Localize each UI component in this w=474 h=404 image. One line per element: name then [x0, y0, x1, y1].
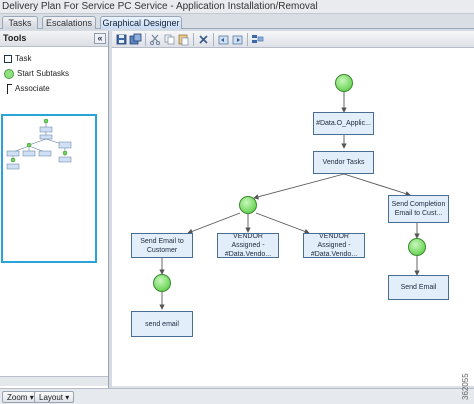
task-node-vendor-assigned-1[interactable]: VENDOR Assigned - #Data.Vendo... [217, 233, 279, 258]
start-subtasks-node[interactable] [408, 238, 426, 256]
connector [343, 173, 411, 197]
task-node-send-email-customer[interactable]: Send Email to Customer [131, 233, 193, 258]
tab-bar: Tasks Escalations Graphical Designer [0, 14, 474, 29]
layout-label: Layout [39, 393, 64, 402]
tab-escalations[interactable]: Escalations [42, 16, 96, 29]
layout-button[interactable]: Layout ▾ [34, 391, 75, 403]
chevron-down-icon: ▾ [29, 393, 34, 402]
task-node-vendor-assigned-2[interactable]: VENDOR Assigned - #Data.Vendo... [303, 233, 365, 258]
tab-graphical-designer[interactable]: Graphical Designer [100, 16, 182, 29]
tools-panel-empty-area [0, 265, 108, 375]
tab-tasks[interactable]: Tasks [2, 16, 38, 29]
diagram-canvas[interactable]: #Data.O_Applic... Vendor Tasks Send Comp… [112, 48, 474, 386]
tool-start-subtasks-label: Start Subtasks [17, 69, 70, 78]
copy-icon[interactable] [163, 33, 176, 46]
diagram-connectors [159, 92, 420, 310]
save-icon[interactable] [115, 33, 128, 46]
connector [187, 212, 241, 234]
status-bar: Zoom ▾ Layout ▾ [0, 388, 474, 404]
cut-icon[interactable] [149, 33, 162, 46]
connector [253, 173, 345, 200]
toolbar-separator [145, 33, 146, 46]
tool-associate[interactable]: Associate [4, 83, 50, 96]
tool-task[interactable]: Task [4, 53, 31, 66]
save-as-icon[interactable] [129, 33, 142, 46]
tools-panel-header: Tools « [0, 31, 108, 47]
task-node-vendor-tasks[interactable]: Vendor Tasks [313, 151, 374, 174]
tool-associate-label: Associate [15, 84, 50, 93]
tool-start-subtasks[interactable]: Start Subtasks [4, 68, 69, 81]
figure-id-watermark: 362055 [461, 373, 470, 400]
task-node-send-completion[interactable]: Send Completion Email to Cust... [388, 195, 449, 223]
double-chevron-left-icon[interactable]: « [94, 33, 106, 44]
chevron-down-icon: ▾ [65, 393, 70, 402]
designer-toolbar [112, 31, 474, 48]
start-subtasks-node[interactable] [153, 274, 171, 292]
task-square-icon [4, 54, 12, 63]
connector [255, 212, 310, 234]
tools-panel-scrollbar[interactable] [0, 376, 108, 386]
start-circle-icon [4, 68, 14, 79]
undo-icon[interactable] [217, 33, 230, 46]
redo-icon[interactable] [231, 33, 244, 46]
start-subtasks-node[interactable] [239, 196, 257, 214]
delete-icon[interactable] [197, 33, 210, 46]
toolbar-separator [193, 33, 194, 46]
start-subtasks-node[interactable] [335, 74, 353, 92]
diagram-overview[interactable] [1, 114, 97, 263]
tools-panel-title: Tools [3, 33, 27, 43]
layout-icon[interactable] [251, 33, 264, 46]
overview-minimap [6, 118, 72, 170]
associate-connector-icon [4, 83, 12, 94]
toolbar-separator [247, 33, 248, 46]
zoom-button[interactable]: Zoom ▾ [2, 391, 39, 403]
task-node-send-email-2[interactable]: Send Email [388, 275, 449, 300]
toolbar-separator [213, 33, 214, 46]
task-node-send-email-lower[interactable]: send email [131, 311, 193, 337]
tool-task-label: Task [15, 54, 32, 63]
window-title: Delivery Plan For Service PC Service - A… [0, 0, 474, 14]
task-node-data[interactable]: #Data.O_Applic... [313, 112, 374, 135]
tools-panel: Tools « Task Start Subtasks Associate [0, 31, 109, 388]
paste-icon[interactable] [177, 33, 190, 46]
zoom-label: Zoom [7, 393, 28, 402]
